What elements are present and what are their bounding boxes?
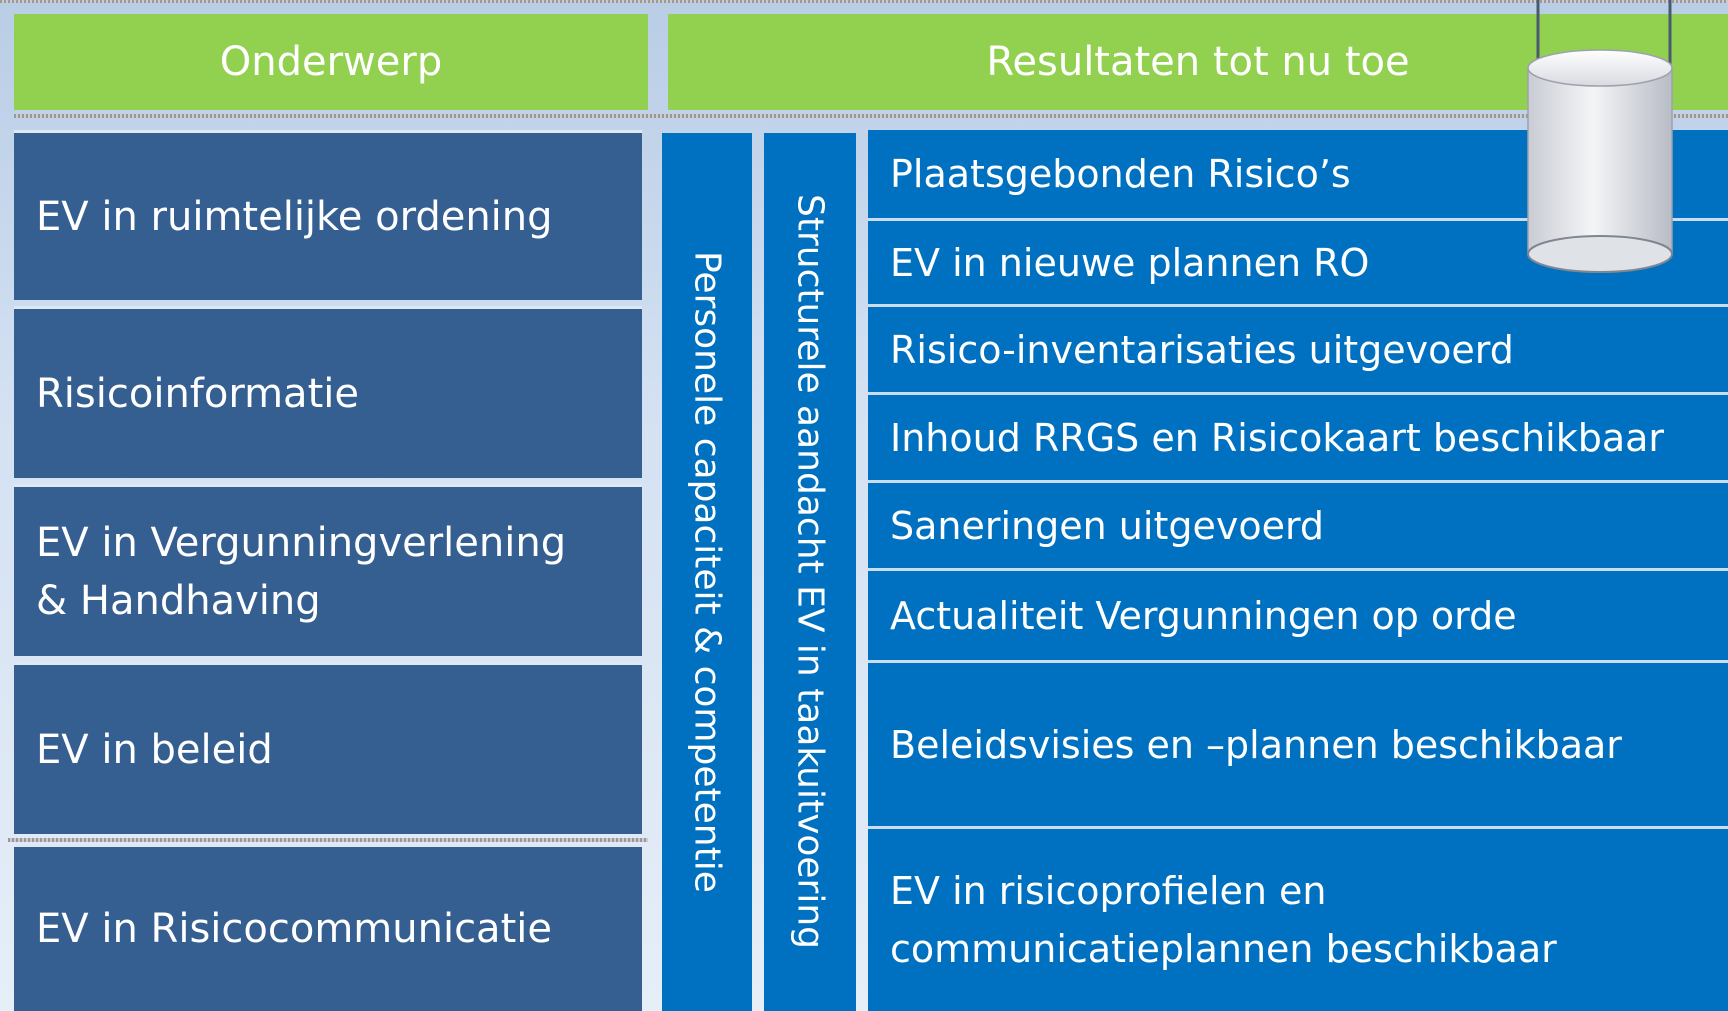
topic-vergunningverlening: EV in Vergunningverlening & Handhaving <box>14 484 642 656</box>
result-saneringen: Saneringen uitgevoerd <box>868 480 1728 568</box>
result-label: Actualiteit Vergunningen op orde <box>890 593 1517 638</box>
vertical-personele-capaciteit: Personele capaciteit & competentie <box>662 133 752 1011</box>
topic-beleid: EV in beleid <box>14 662 642 834</box>
result-inhoud-rrgs: Inhoud RRGS en Risicokaart beschikbaar <box>868 392 1728 480</box>
result-beleidsvisies: Beleidsvisies en –plannen beschikbaar <box>868 660 1728 826</box>
topic-label: EV in Risicocommunicatie <box>36 906 552 952</box>
topic-label: Risicoinformatie <box>36 370 359 417</box>
vertical-label: Structurele aandacht EV in taakuitvoerin… <box>789 194 831 950</box>
vertical-structurele-aandacht: Structurele aandacht EV in taakuitvoerin… <box>764 133 856 1011</box>
result-label: Plaatsgebonden Risico’s <box>890 152 1351 196</box>
top-divider <box>0 0 1728 3</box>
result-actualiteit-vergunningen: Actualiteit Vergunningen op orde <box>868 568 1728 660</box>
topic-label: EV in beleid <box>36 726 273 773</box>
result-label: Beleidsvisies en –plannen beschikbaar <box>890 722 1622 767</box>
topic-risicoinformatie: Risicoinformatie <box>14 306 642 478</box>
topic-ruimtelijke-ordening: EV in ruimtelijke ordening <box>14 130 642 300</box>
topic-risicocommunicatie: EV in Risicocommunicatie <box>14 844 642 1011</box>
cylinder-icon <box>1527 0 1673 273</box>
result-label: Saneringen uitgevoerd <box>890 503 1325 548</box>
result-risicoprofielen: EV in risicoprofielen en communicatiepla… <box>868 826 1728 1011</box>
header-divider <box>14 114 1728 118</box>
topic-divider <box>8 838 648 842</box>
result-label: EV in risicoprofielen en communicatiepla… <box>890 869 1557 971</box>
vertical-label: Personele capaciteit & competentie <box>686 251 728 893</box>
header-resultaten-label: Resultaten tot nu toe <box>986 39 1410 85</box>
header-onderwerp: Onderwerp <box>14 14 648 110</box>
result-nieuwe-plannen-ro: EV in nieuwe plannen RO <box>868 218 1728 304</box>
result-label: EV in nieuwe plannen RO <box>890 240 1370 285</box>
result-risico-inventarisaties: Risico-inventarisaties uitgevoerd <box>868 304 1728 392</box>
header-onderwerp-label: Onderwerp <box>219 39 443 85</box>
result-label: Risico-inventarisaties uitgevoerd <box>890 327 1514 372</box>
topic-label: EV in Vergunningverlening & Handhaving <box>36 519 567 624</box>
topic-label: EV in ruimtelijke ordening <box>36 193 553 240</box>
result-label: Inhoud RRGS en Risicokaart beschikbaar <box>890 415 1665 460</box>
